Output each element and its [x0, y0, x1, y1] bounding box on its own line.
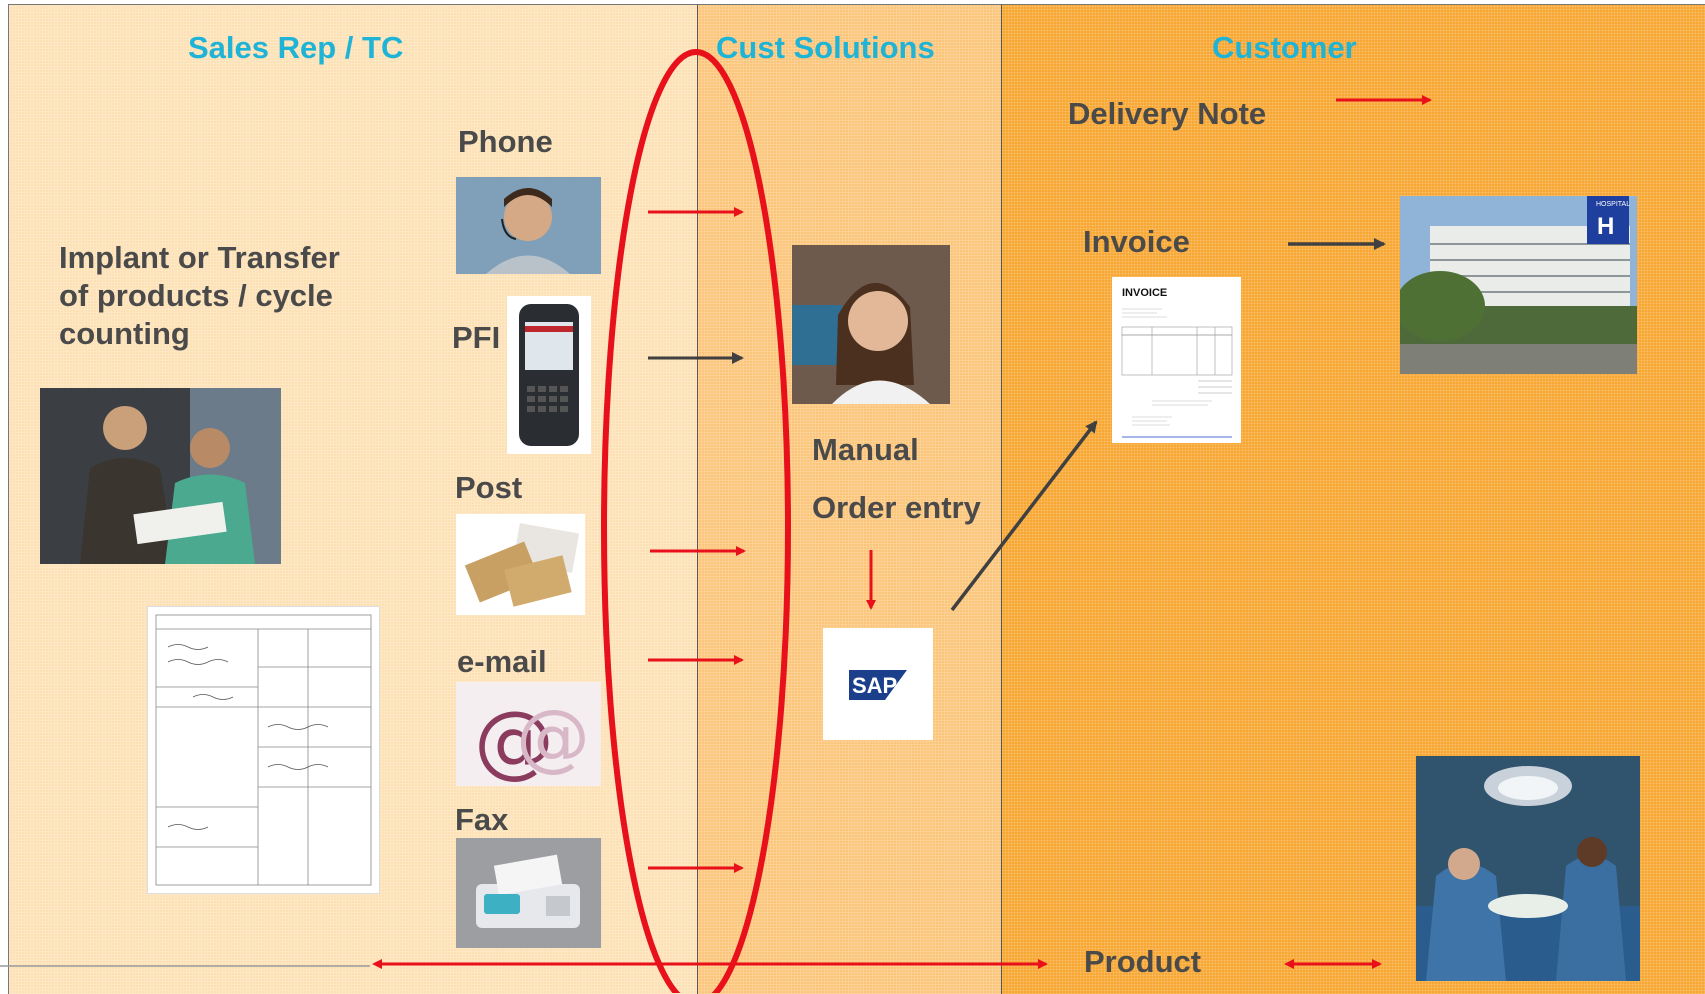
fax-machine-photo	[456, 838, 601, 948]
channel-ellipse	[601, 49, 791, 993]
label-fax: Fax	[455, 802, 509, 837]
lane-cust-solutions	[697, 4, 1001, 994]
label-invoice: Invoice	[1083, 224, 1190, 259]
cust-solutions-agent-photo	[792, 245, 950, 404]
lane-sales-rep	[8, 4, 697, 994]
label-order-entry: Order entry	[812, 490, 981, 525]
label-implant-line3: counting	[59, 316, 190, 351]
lane-header-customer: Customer	[1212, 30, 1357, 65]
sales-reps-photo	[40, 388, 281, 564]
arrow-sap-to-invoice	[950, 420, 1098, 612]
email-symbol-photo: @ @	[456, 682, 601, 786]
label-pfi: PFI	[452, 320, 501, 355]
label-product: Product	[1084, 944, 1202, 979]
label-post: Post	[455, 470, 523, 505]
label-implant-line1: Implant or Transfer	[59, 240, 340, 275]
svg-text:@: @	[516, 694, 590, 780]
invoice-document: INVOICE	[1112, 277, 1241, 443]
lane-header-cust-solutions: Cust Solutions	[716, 30, 935, 65]
label-phone: Phone	[458, 124, 553, 159]
invoice-doc-title: INVOICE	[1122, 287, 1167, 299]
post-envelopes-photo	[456, 514, 585, 615]
label-email: e-mail	[457, 644, 547, 679]
label-manual: Manual	[812, 432, 919, 467]
sap-logo: SAP	[823, 628, 933, 740]
hospital-sign-top: HOSPITAL	[1596, 201, 1630, 208]
sap-logo-text: SAP	[852, 673, 897, 698]
hospital-photo: HOSPITAL H	[1400, 196, 1637, 374]
label-implant-line2: of products / cycle	[59, 278, 333, 313]
surgery-photo	[1416, 756, 1640, 981]
pfi-device-photo	[507, 296, 591, 454]
hospital-sign-letter: H	[1597, 213, 1614, 240]
implant-report-form	[147, 606, 380, 894]
label-delivery-note: Delivery Note	[1068, 96, 1267, 131]
svg-text:@: @	[474, 694, 554, 786]
lane-header-sales-rep: Sales Rep / TC	[188, 30, 404, 65]
phone-agent-photo	[456, 177, 601, 274]
